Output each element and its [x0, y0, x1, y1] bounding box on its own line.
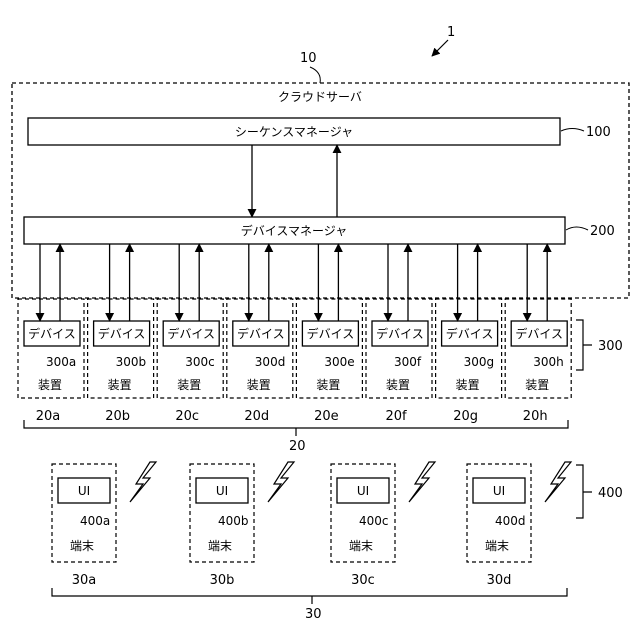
figure-ref: 1 — [447, 25, 455, 40]
terminal-layer: UI 400a 端末 30a UI 400b 端末 30b UI 400c 端末 30c UI 400d 端… — [52, 462, 571, 588]
sequence-manager-ref: 100 — [586, 125, 611, 140]
terminal-30a: UI 400a 端末 30a — [52, 462, 156, 588]
device-ref: 300a — [46, 355, 76, 369]
ui-layer-brace — [576, 465, 592, 518]
device-label: デバイス — [167, 326, 215, 341]
figure-ref-arrow — [432, 40, 448, 56]
device-manager-ref: 200 — [590, 224, 615, 239]
ui-layer-ref: 400 — [598, 486, 623, 501]
device-layer-ref: 300 — [598, 339, 623, 354]
ui-ref: 400b — [218, 514, 249, 528]
apparatus-ref: 20c — [175, 409, 199, 424]
terminal-ref: 30a — [72, 573, 97, 588]
device-manager-label: デバイスマネージャ — [241, 223, 347, 238]
cloud-label: クラウドサーバ — [278, 90, 362, 104]
wireless-icon — [409, 462, 435, 502]
device-ref: 300e — [324, 355, 354, 369]
apparatus-ref: 20h — [523, 409, 548, 424]
apparatus-20a: デバイス 300a 装置 20a — [18, 244, 84, 424]
ui-ref: 400a — [80, 514, 110, 528]
terminal-30d: UI 400d 端末 30d — [467, 462, 571, 588]
device-label: デバイス — [307, 326, 355, 341]
device-label: デバイス — [446, 326, 494, 341]
apparatus-ref: 20f — [385, 409, 407, 424]
device-ref: 300h — [533, 355, 564, 369]
device-ref: 300b — [116, 355, 147, 369]
terminal-ref: 30d — [487, 573, 512, 588]
apparatus-20b: デバイス 300b 装置 20b — [88, 244, 154, 424]
sequence-manager-leader — [561, 129, 584, 132]
terminal-label: 端末 — [208, 539, 232, 553]
apparatus-group-ref: 20 — [289, 439, 306, 454]
apparatus-20f: デバイス 300f 装置 20f — [366, 244, 432, 424]
apparatus-20g: デバイス 300g 装置 20g — [436, 244, 502, 424]
terminal-label: 端末 — [349, 539, 373, 553]
terminal-group-ref: 30 — [305, 607, 322, 622]
terminal-group-brace — [52, 588, 567, 604]
apparatus-ref: 20b — [105, 409, 130, 424]
terminal-ref: 30b — [210, 573, 235, 588]
ui-label: UI — [78, 484, 90, 498]
wireless-icon — [268, 462, 294, 502]
device-label: デバイス — [376, 326, 424, 341]
device-layer-brace — [576, 320, 592, 370]
sequence-manager-label: シーケンスマネージャ — [235, 125, 353, 139]
apparatus-ref: 20d — [244, 409, 269, 424]
terminal-30c: UI 400c 端末 30c — [331, 462, 435, 588]
device-label: デバイス — [98, 326, 146, 341]
device-ref: 300c — [185, 355, 215, 369]
apparatus-label: 装置 — [456, 378, 480, 392]
apparatus-label: 装置 — [247, 378, 271, 392]
device-ref: 300d — [255, 355, 286, 369]
device-label: デバイス — [28, 326, 76, 341]
ui-label: UI — [216, 484, 228, 498]
ui-ref: 400d — [495, 514, 526, 528]
apparatus-20d: デバイス 300d 装置 20d — [227, 244, 293, 424]
terminal-ref: 30c — [351, 573, 375, 588]
cloud-ref-leader — [310, 67, 320, 83]
wireless-icon — [130, 462, 156, 502]
apparatus-label: 装置 — [386, 378, 410, 392]
ui-label: UI — [357, 484, 369, 498]
terminal-30b: UI 400b 端末 30b — [190, 462, 294, 588]
apparatus-label: 装置 — [316, 378, 340, 392]
apparatus-label: 装置 — [38, 378, 62, 392]
ui-label: UI — [493, 484, 505, 498]
device-label: デバイス — [237, 326, 285, 341]
apparatus-ref: 20e — [314, 409, 339, 424]
apparatus-20c: デバイス 300c 装置 20c — [157, 244, 223, 424]
apparatus-ref: 20g — [453, 409, 478, 424]
device-ref: 300g — [464, 355, 495, 369]
device-ref: 300f — [394, 355, 422, 369]
cloud-ref: 10 — [300, 51, 317, 66]
terminal-label: 端末 — [485, 539, 509, 553]
terminal-label: 端末 — [70, 539, 94, 553]
apparatus-label: 装置 — [177, 378, 201, 392]
ui-ref: 400c — [359, 514, 389, 528]
wireless-icon — [545, 462, 571, 502]
apparatus-20e: デバイス 300e 装置 20e — [296, 244, 362, 424]
device-manager-leader — [566, 227, 588, 230]
apparatus-ref: 20a — [36, 409, 61, 424]
apparatus-layer: デバイス300a装置20aデバイス300b装置20bデバイス300c装置20cデ… — [18, 244, 571, 424]
apparatus-label: 装置 — [108, 378, 132, 392]
apparatus-label: 装置 — [525, 378, 549, 392]
cloud-server-box — [12, 83, 629, 298]
apparatus-20h: デバイス 300h 装置 20h — [505, 244, 571, 424]
device-label: デバイス — [515, 326, 563, 341]
